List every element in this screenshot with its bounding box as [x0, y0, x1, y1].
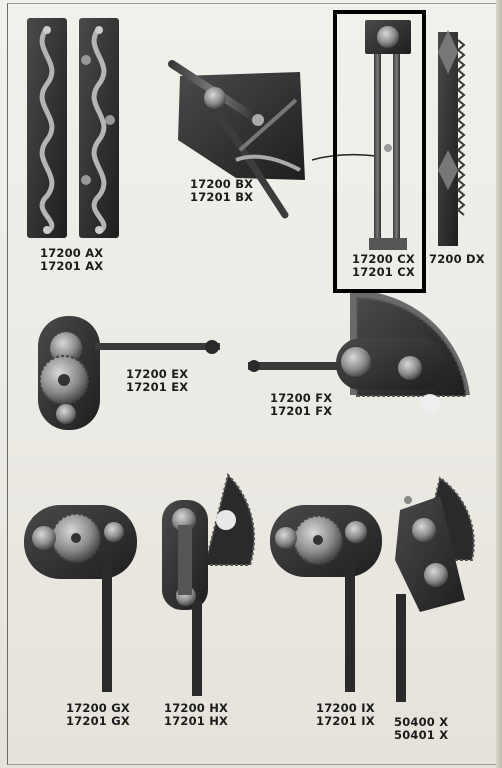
label-ax-line1: 17200 AX — [40, 246, 104, 260]
label-gx-line2: 17201 GX — [66, 714, 130, 728]
label-bx-line2: 17201 BX — [190, 190, 254, 204]
label-ex: 17200 EX 17201 EX — [126, 368, 188, 394]
label-fx: 17200 FX 17201 FX — [270, 392, 332, 418]
label-ax-line2: 17201 AX — [40, 259, 104, 273]
label-dx: 7200 DX — [429, 253, 485, 266]
label-hx: 17200 HX 17201 HX — [164, 702, 228, 728]
page-border — [7, 3, 496, 765]
label-ix: 17200 IX 17201 IX — [316, 702, 375, 728]
label-ex-line2: 17201 EX — [126, 380, 189, 394]
label-cx-line1: 17200 CX — [352, 252, 415, 266]
label-fx-line2: 17201 FX — [270, 404, 333, 418]
regulator-cx-image — [365, 20, 411, 250]
regulator-gx-image — [24, 505, 137, 692]
label-dx-line1: 7200 DX — [429, 252, 485, 266]
label-gx-line1: 17200 GX — [66, 701, 130, 715]
label-bx: 17200 BX 17201 BX — [190, 178, 253, 204]
regulator-ax-image — [27, 18, 119, 238]
label-gx: 17200 GX 17201 GX — [66, 702, 130, 728]
label-fx-line1: 17200 FX — [270, 391, 333, 405]
label-x: 50400 X 50401 X — [394, 716, 448, 742]
regulator-dx-image — [438, 30, 466, 246]
label-hx-line1: 17200 HX — [164, 701, 229, 715]
book-spine-shadow — [496, 0, 502, 768]
regulator-hx-image — [162, 473, 255, 696]
label-ix-line2: 17201 IX — [316, 714, 375, 728]
label-ix-line1: 17200 IX — [316, 701, 375, 715]
label-x-line1: 50400 X — [394, 715, 449, 729]
regulator-ex-image — [38, 316, 220, 430]
highlight-box-cx — [333, 10, 426, 293]
label-cx: 17200 CX 17201 CX — [352, 253, 415, 279]
regulator-ix-image — [270, 505, 382, 692]
regulator-x-image — [395, 476, 475, 702]
regulator-bx-image — [168, 60, 377, 219]
label-ax: 17200 AX 17201 AX — [40, 247, 103, 273]
regulator-fx-image — [248, 289, 470, 414]
label-cx-line2: 17201 CX — [352, 265, 415, 279]
label-ex-line1: 17200 EX — [126, 367, 189, 381]
label-hx-line2: 17201 HX — [164, 714, 229, 728]
label-bx-line1: 17200 BX — [190, 177, 254, 191]
label-x-line2: 50401 X — [394, 728, 449, 742]
